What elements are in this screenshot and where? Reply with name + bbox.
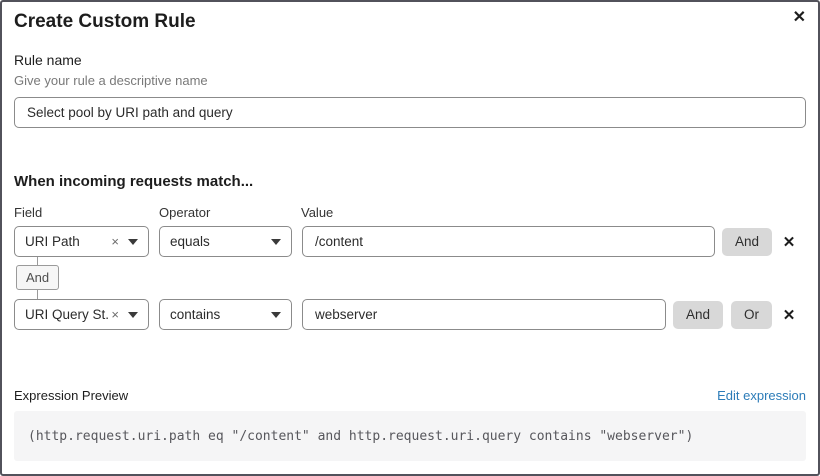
operator-select[interactable]: contains — [159, 299, 292, 330]
connector-line — [37, 290, 38, 299]
value-input[interactable] — [302, 299, 666, 330]
field-select[interactable]: URI Query St... × — [14, 299, 149, 330]
field-select-value: URI Path — [25, 234, 80, 249]
rule-name-label: Rule name — [14, 52, 82, 68]
remove-condition-icon[interactable]: ✕ — [782, 306, 796, 324]
field-column-label: Field — [14, 205, 43, 220]
value-column-label: Value — [301, 205, 334, 220]
chevron-down-icon — [271, 238, 281, 245]
edit-expression-link[interactable]: Edit expression — [717, 388, 806, 403]
chevron-down-icon — [128, 311, 138, 318]
condition-row: URI Path × equals And ✕ — [14, 226, 806, 257]
condition-row: URI Query St... × contains And Or ✕ — [14, 299, 806, 330]
operator-select-value: contains — [170, 307, 221, 322]
dialog-title: Create Custom Rule — [14, 11, 196, 32]
close-icon[interactable]: ✕ — [792, 9, 806, 26]
connector-line — [37, 257, 38, 265]
field-select[interactable]: URI Path × — [14, 226, 149, 257]
expression-preview-box: (http.request.uri.path eq "/content" and… — [14, 411, 806, 461]
remove-condition-icon[interactable]: ✕ — [782, 233, 796, 251]
field-select-value: URI Query St... — [25, 307, 110, 322]
operator-column-label: Operator — [159, 205, 211, 220]
chevron-down-icon — [271, 311, 281, 318]
rule-name-input[interactable] — [14, 97, 806, 128]
expression-preview-label: Expression Preview — [14, 388, 129, 403]
clear-field-icon[interactable]: × — [111, 307, 119, 322]
rule-name-hint: Give your rule a descriptive name — [14, 73, 208, 88]
or-button[interactable]: Or — [731, 300, 772, 329]
operator-select-value: equals — [170, 234, 210, 249]
connector-and-badge[interactable]: And — [16, 265, 60, 290]
condition-column-labels: Field Operator Value — [14, 205, 806, 220]
operator-select[interactable]: equals — [159, 226, 292, 257]
match-section-heading: When incoming requests match... — [14, 173, 254, 190]
chevron-down-icon — [128, 238, 138, 245]
expression-header: Expression Preview Edit expression — [14, 388, 806, 404]
clear-field-icon[interactable]: × — [111, 234, 119, 249]
and-button[interactable]: And — [721, 227, 772, 256]
condition-connector: And — [16, 257, 76, 299]
and-button[interactable]: And — [672, 300, 723, 329]
expression-code: (http.request.uri.path eq "/content" and… — [28, 428, 694, 444]
value-input[interactable] — [302, 226, 715, 257]
